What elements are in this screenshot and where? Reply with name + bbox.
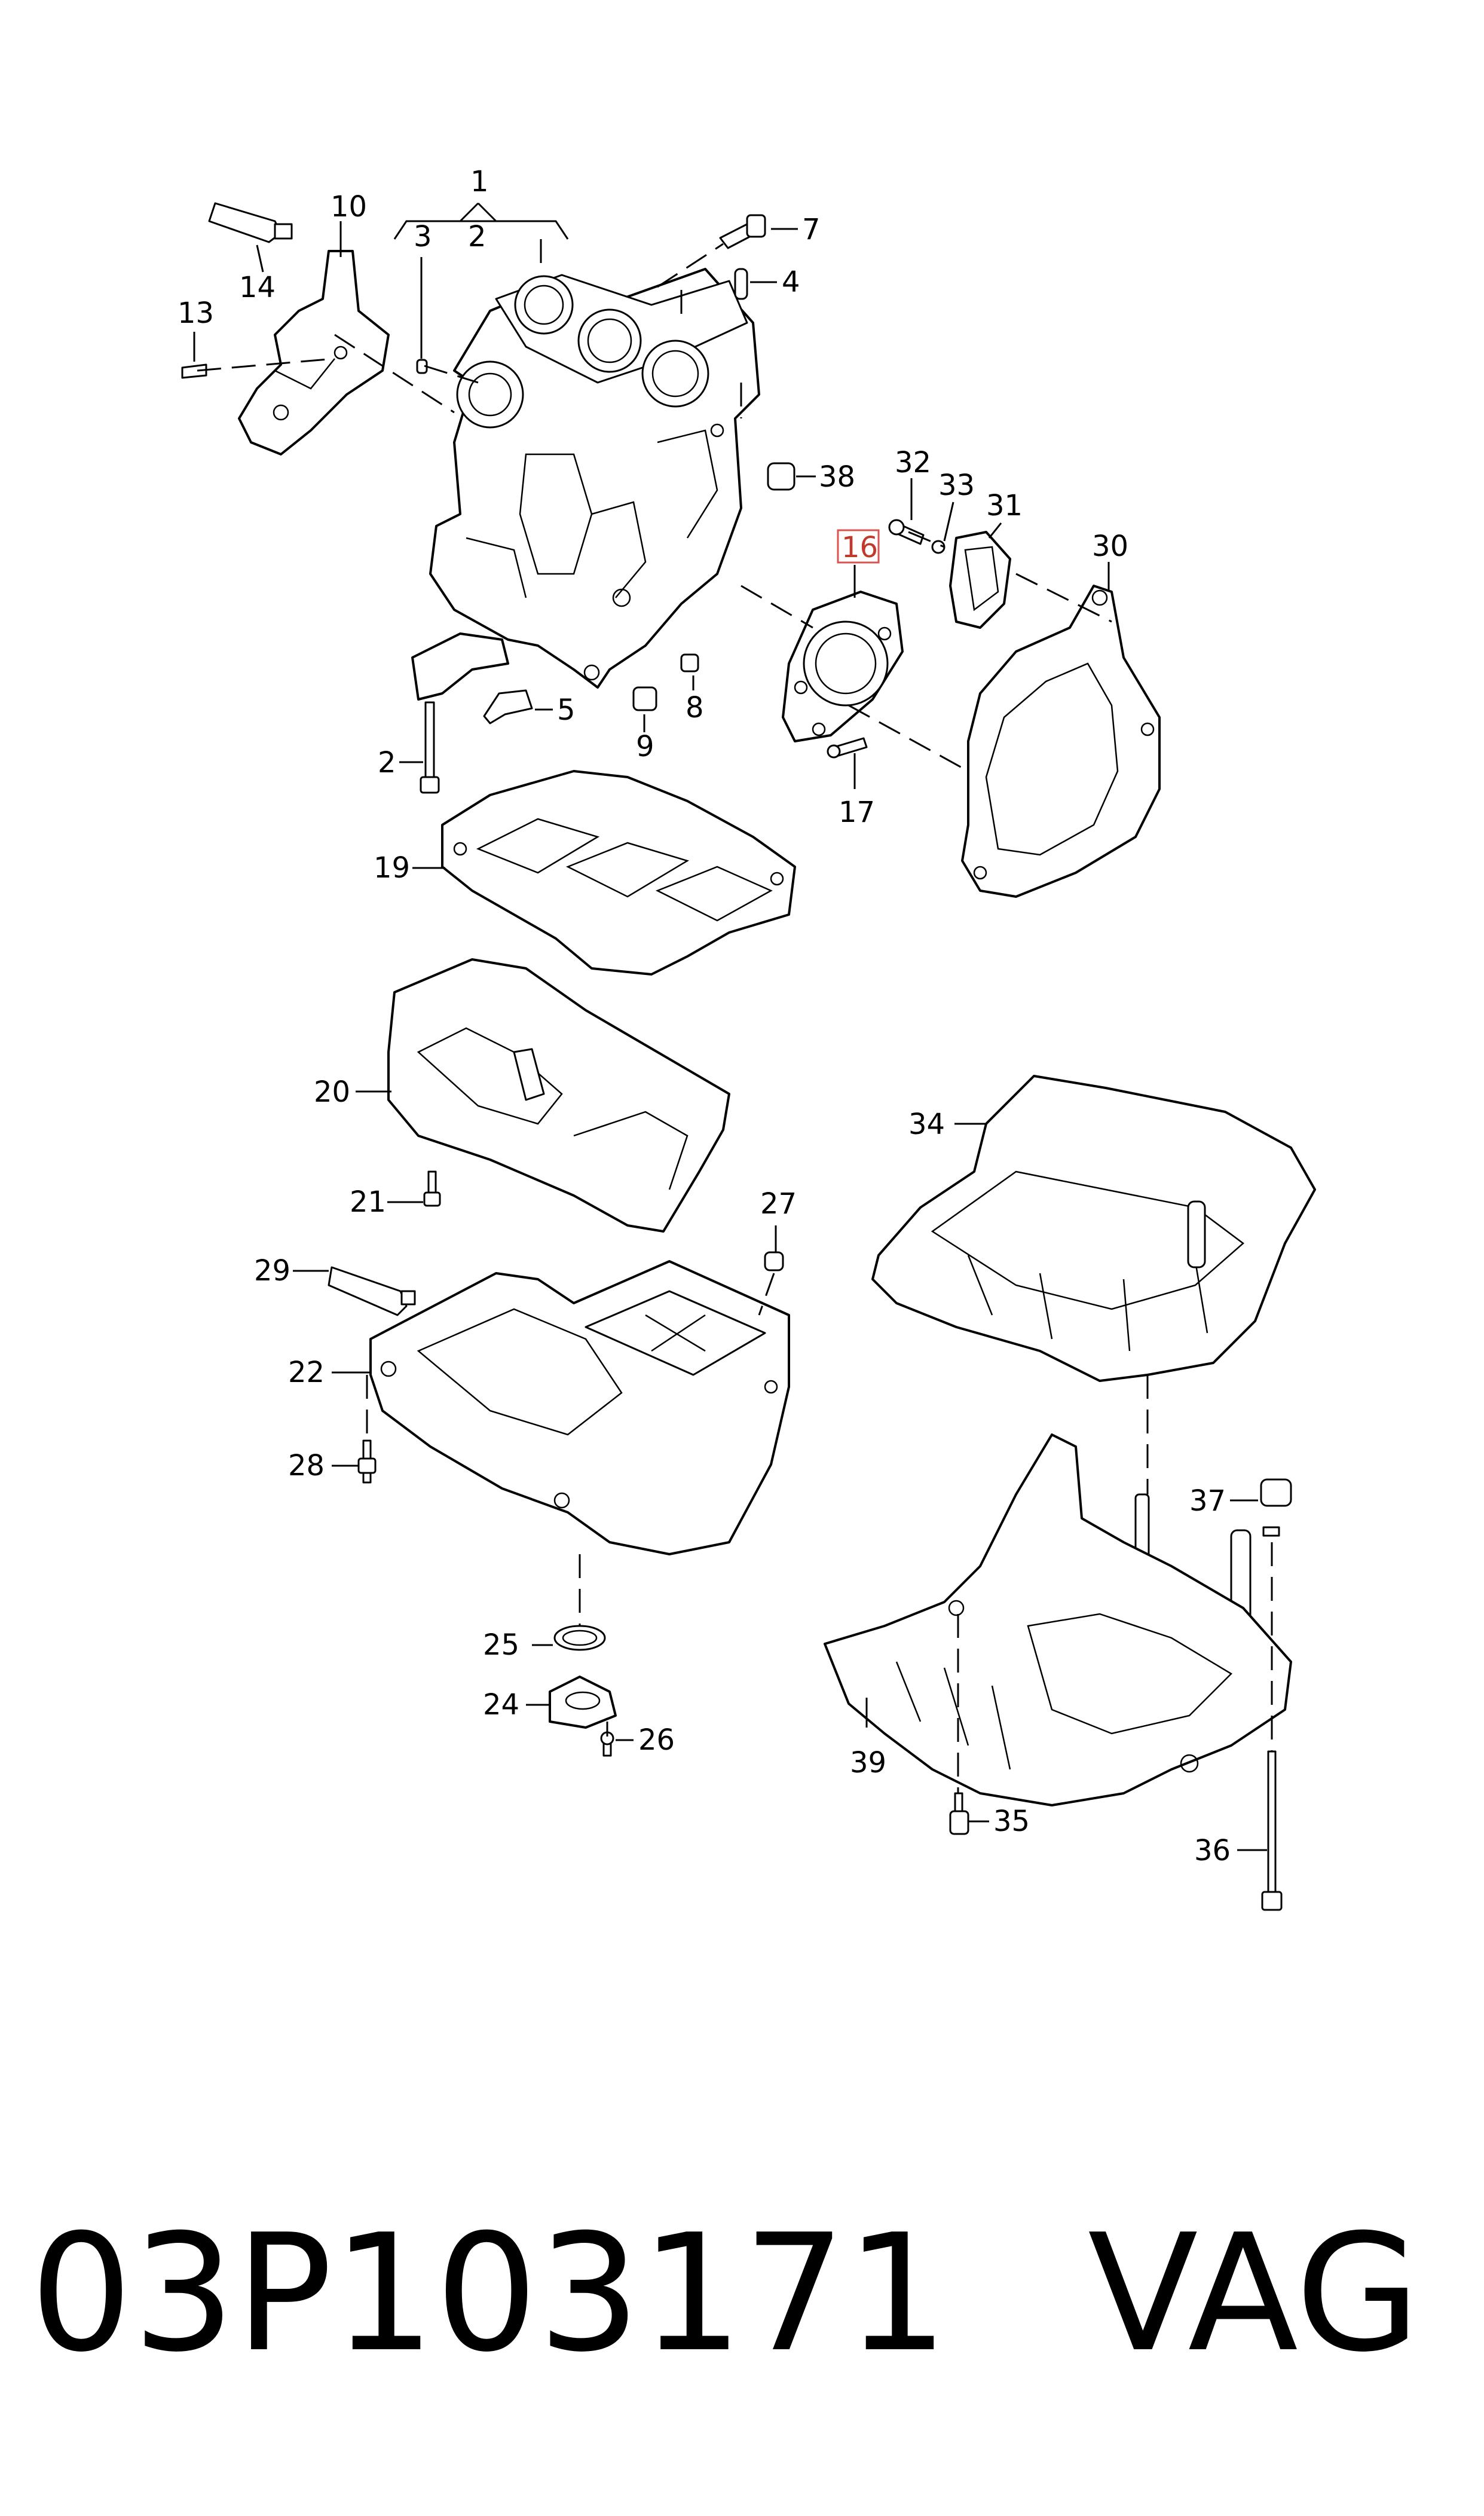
callout-21: 21: [350, 1185, 386, 1219]
callout-33: 33: [938, 469, 975, 502]
callout-17: 17: [839, 796, 875, 829]
cover-plate-31: [888, 519, 1011, 629]
lower-pan-34: [871, 1075, 1316, 1382]
callout-4: 4: [782, 265, 800, 299]
callout-29: 29: [254, 1254, 290, 1288]
callout-2-upper: 2: [468, 220, 486, 253]
engine-bracket: [181, 202, 390, 455]
callout-16: 16: [842, 531, 878, 564]
callout-28: 28: [288, 1449, 325, 1482]
footer: 03P103171 VAG: [30, 2199, 1421, 2387]
callout-39: 39: [850, 1746, 886, 1780]
small-parts-upper: [411, 214, 795, 794]
callout-36: 36: [1194, 1834, 1231, 1867]
assembly-lines: [197, 243, 1273, 1793]
callout-32: 32: [895, 446, 931, 479]
engine-block: [429, 268, 760, 689]
callout-25: 25: [483, 1628, 519, 1662]
callout-19: 19: [374, 851, 410, 885]
callout-34: 34: [908, 1108, 945, 1141]
callout-labels: 1 2 3 10 14 13 7 4 38 16 17 32 33 31 30 …: [178, 165, 1231, 1867]
part-number: 03P103171: [30, 2199, 948, 2387]
oil-baffle-20: [387, 958, 730, 1233]
callout-1: 1: [470, 165, 489, 198]
callout-24: 24: [483, 1688, 519, 1722]
oil-pan-small-parts: [328, 1170, 784, 1757]
callout-38: 38: [819, 460, 855, 494]
lower-pan-39: [824, 1433, 1292, 1911]
callout-10: 10: [331, 190, 367, 224]
callout-3: 3: [414, 220, 432, 253]
callout-20: 20: [314, 1075, 350, 1109]
callout-5: 5: [557, 693, 576, 727]
callout-31: 31: [986, 489, 1023, 522]
gasket-30: [961, 585, 1161, 898]
callout-8: 8: [686, 691, 704, 724]
callout-35: 35: [993, 1805, 1030, 1838]
callout-22: 22: [288, 1356, 325, 1389]
rear-seal-flange: [782, 591, 904, 759]
callout-7: 7: [802, 213, 821, 246]
bedplate-19: [441, 770, 796, 976]
callout-37: 37: [1189, 1484, 1226, 1518]
leader-lines: [193, 202, 1267, 1851]
callout-13: 13: [178, 296, 214, 330]
brand-name: VAG: [1088, 2199, 1421, 2387]
callout-26: 26: [638, 1723, 675, 1757]
callout-9: 9: [636, 730, 654, 763]
callout-14: 14: [239, 271, 276, 304]
callout-2-lower: 2: [378, 746, 396, 779]
oil-pan-22: [369, 1260, 790, 1555]
callout-27: 27: [760, 1187, 797, 1221]
callout-16-highlighted: 16: [837, 529, 880, 564]
callout-30: 30: [1092, 530, 1128, 563]
